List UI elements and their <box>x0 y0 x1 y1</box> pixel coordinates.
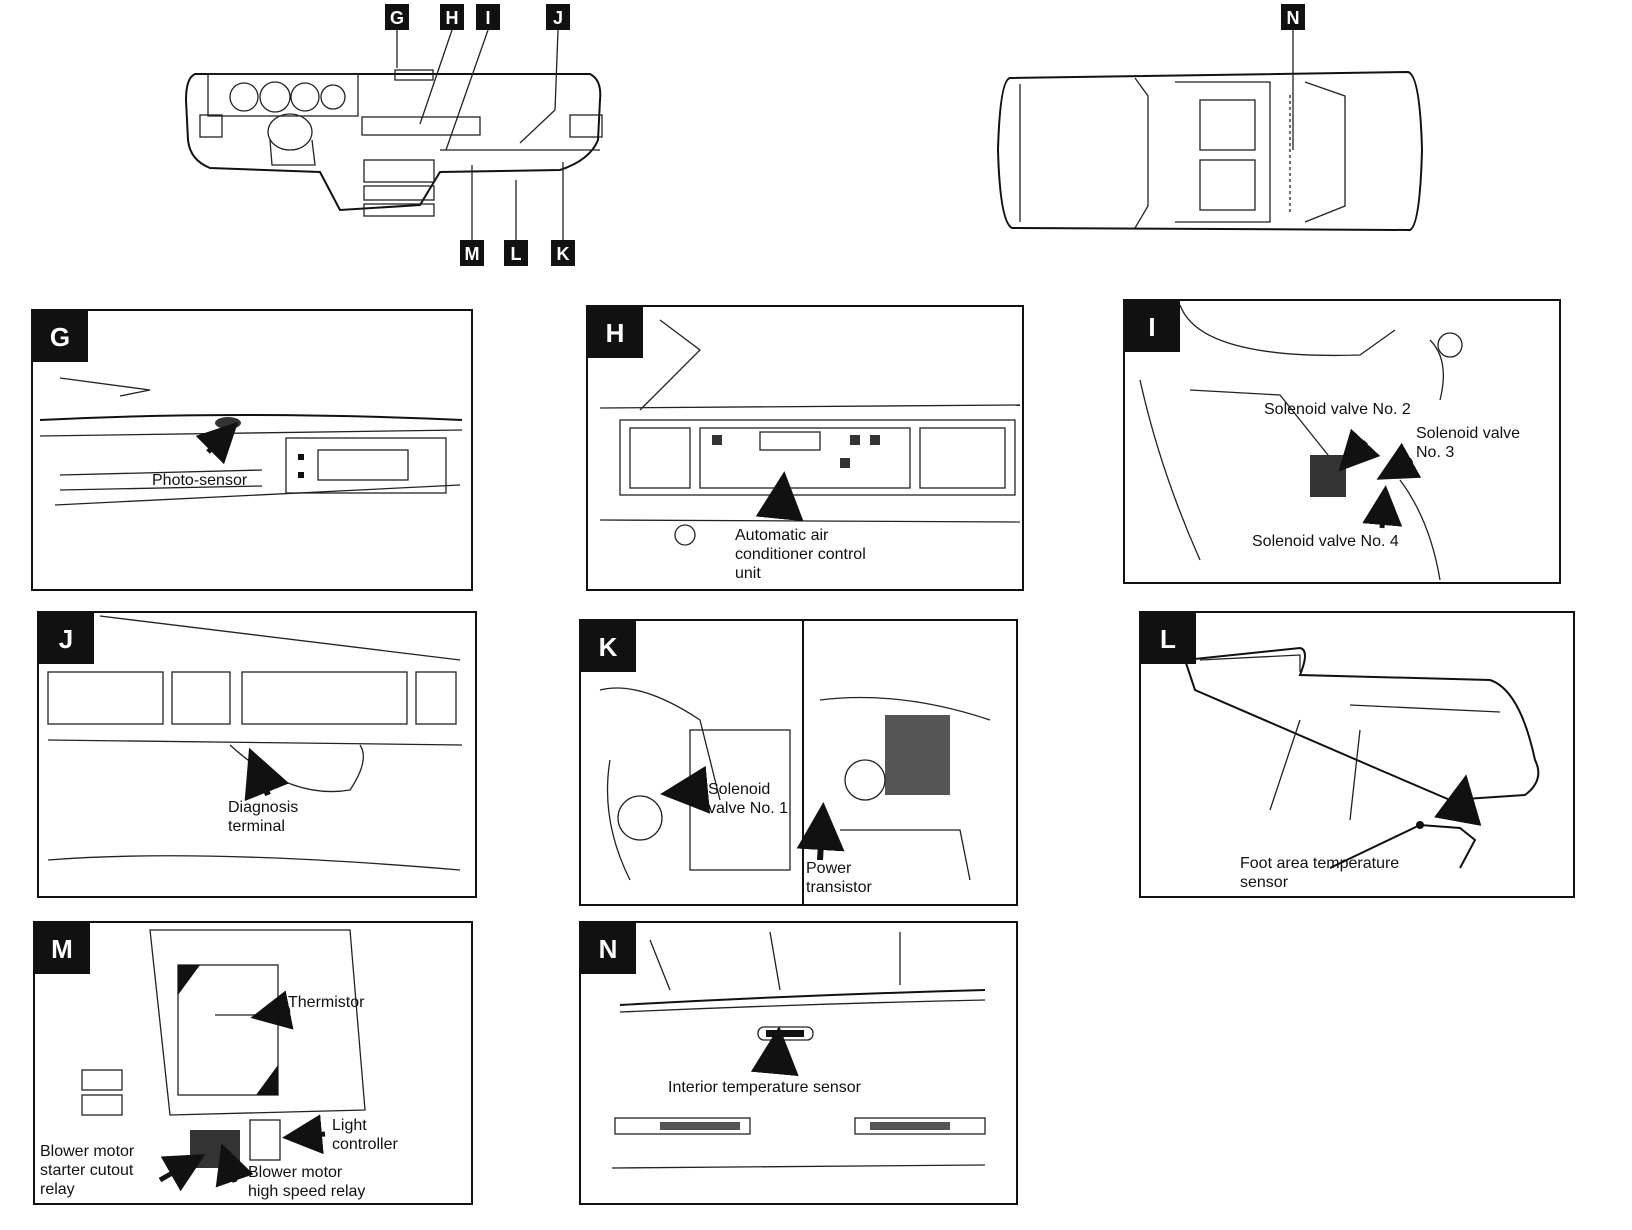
ac-control-unit-label-3: unit <box>735 565 761 582</box>
overview-tag-n: N <box>1281 4 1305 30</box>
diagnosis-terminal-label-2: terminal <box>228 818 285 835</box>
power-transistor-label-1: Power <box>806 860 852 877</box>
panel-h: H Automatic air conditioner control unit <box>586 305 1024 591</box>
panel-k: K Solenoid valve No. 1 Power transistor <box>579 619 1018 906</box>
panel-k-letter: K <box>599 632 618 662</box>
overview-tag-k: K <box>551 240 575 266</box>
svg-text:K: K <box>557 244 570 264</box>
svg-text:I: I <box>485 8 490 28</box>
diagnosis-terminal-label-1: Diagnosis <box>228 799 298 816</box>
ac-control-unit-label-1: Automatic air <box>735 527 829 544</box>
ac-control-unit-label-2: conditioner control <box>735 546 866 563</box>
foot-area-sensor-label-2: sensor <box>1240 874 1289 891</box>
panel-j-letter: J <box>59 624 73 654</box>
overview-tag-l: L <box>504 240 528 266</box>
light-controller-label-1: Light <box>332 1117 367 1134</box>
overview-tag-m: M <box>460 240 484 266</box>
panel-i-letter: I <box>1148 312 1155 342</box>
overview-tag-h: H <box>440 4 464 30</box>
overview-tag-g: G <box>385 4 409 30</box>
thermistor-label: Thermistor <box>288 994 365 1011</box>
panel-n: N Interior temperature sensor <box>579 921 1018 1205</box>
solenoid-valve-3-label-1: Solenoid valve <box>1416 425 1520 442</box>
foot-area-sensor-label-1: Foot area temperature <box>1240 855 1399 872</box>
panel-i: I Solenoid valve No. 2 Solenoid valve No… <box>1123 299 1561 584</box>
blower-high-speed-relay-label-2: high speed relay <box>248 1183 365 1200</box>
svg-text:H: H <box>446 8 459 28</box>
overview-tag-i: I <box>476 4 500 30</box>
power-transistor-label-2: transistor <box>806 879 872 896</box>
panel-m: M Thermistor Light controller Blower mot… <box>33 921 473 1205</box>
solenoid-valve-2-label: Solenoid valve No. 2 <box>1264 401 1411 418</box>
svg-text:G: G <box>390 8 404 28</box>
blower-cutout-relay-label-1: Blower motor <box>40 1143 135 1160</box>
panel-m-letter: M <box>51 934 73 964</box>
panel-g: G Photo-sensor <box>31 309 473 591</box>
panel-n-letter: N <box>599 934 618 964</box>
svg-text:J: J <box>553 8 563 28</box>
solenoid-valve-1-label-1: Solenoid <box>708 781 770 798</box>
panel-l: L Foot area temperature sensor <box>1139 611 1575 898</box>
dashboard-overview: G H I J M L K <box>184 4 603 266</box>
solenoid-valve-1-label-2: valve No. 1 <box>708 800 788 817</box>
solenoid-valve-4-label: Solenoid valve No. 4 <box>1252 533 1399 550</box>
car-overview: N <box>996 4 1424 232</box>
panel-h-letter: H <box>606 318 625 348</box>
overview-tag-j: J <box>546 4 570 30</box>
panel-g-letter: G <box>50 322 70 352</box>
panel-j: J Diagnosis terminal <box>37 611 477 898</box>
blower-high-speed-relay-label-1: Blower motor <box>248 1164 343 1181</box>
svg-text:M: M <box>465 244 480 264</box>
blower-cutout-relay-label-3: relay <box>40 1181 75 1198</box>
panel-l-letter: L <box>1160 624 1176 654</box>
solenoid-valve-3-label-2: No. 3 <box>1416 444 1454 461</box>
svg-text:L: L <box>511 244 522 264</box>
svg-text:N: N <box>1287 8 1300 28</box>
interior-sensor-label: Interior temperature sensor <box>668 1079 862 1096</box>
light-controller-label-2: controller <box>332 1136 398 1153</box>
photo-sensor-label: Photo-sensor <box>152 472 248 489</box>
blower-cutout-relay-label-2: starter cutout <box>40 1162 134 1179</box>
